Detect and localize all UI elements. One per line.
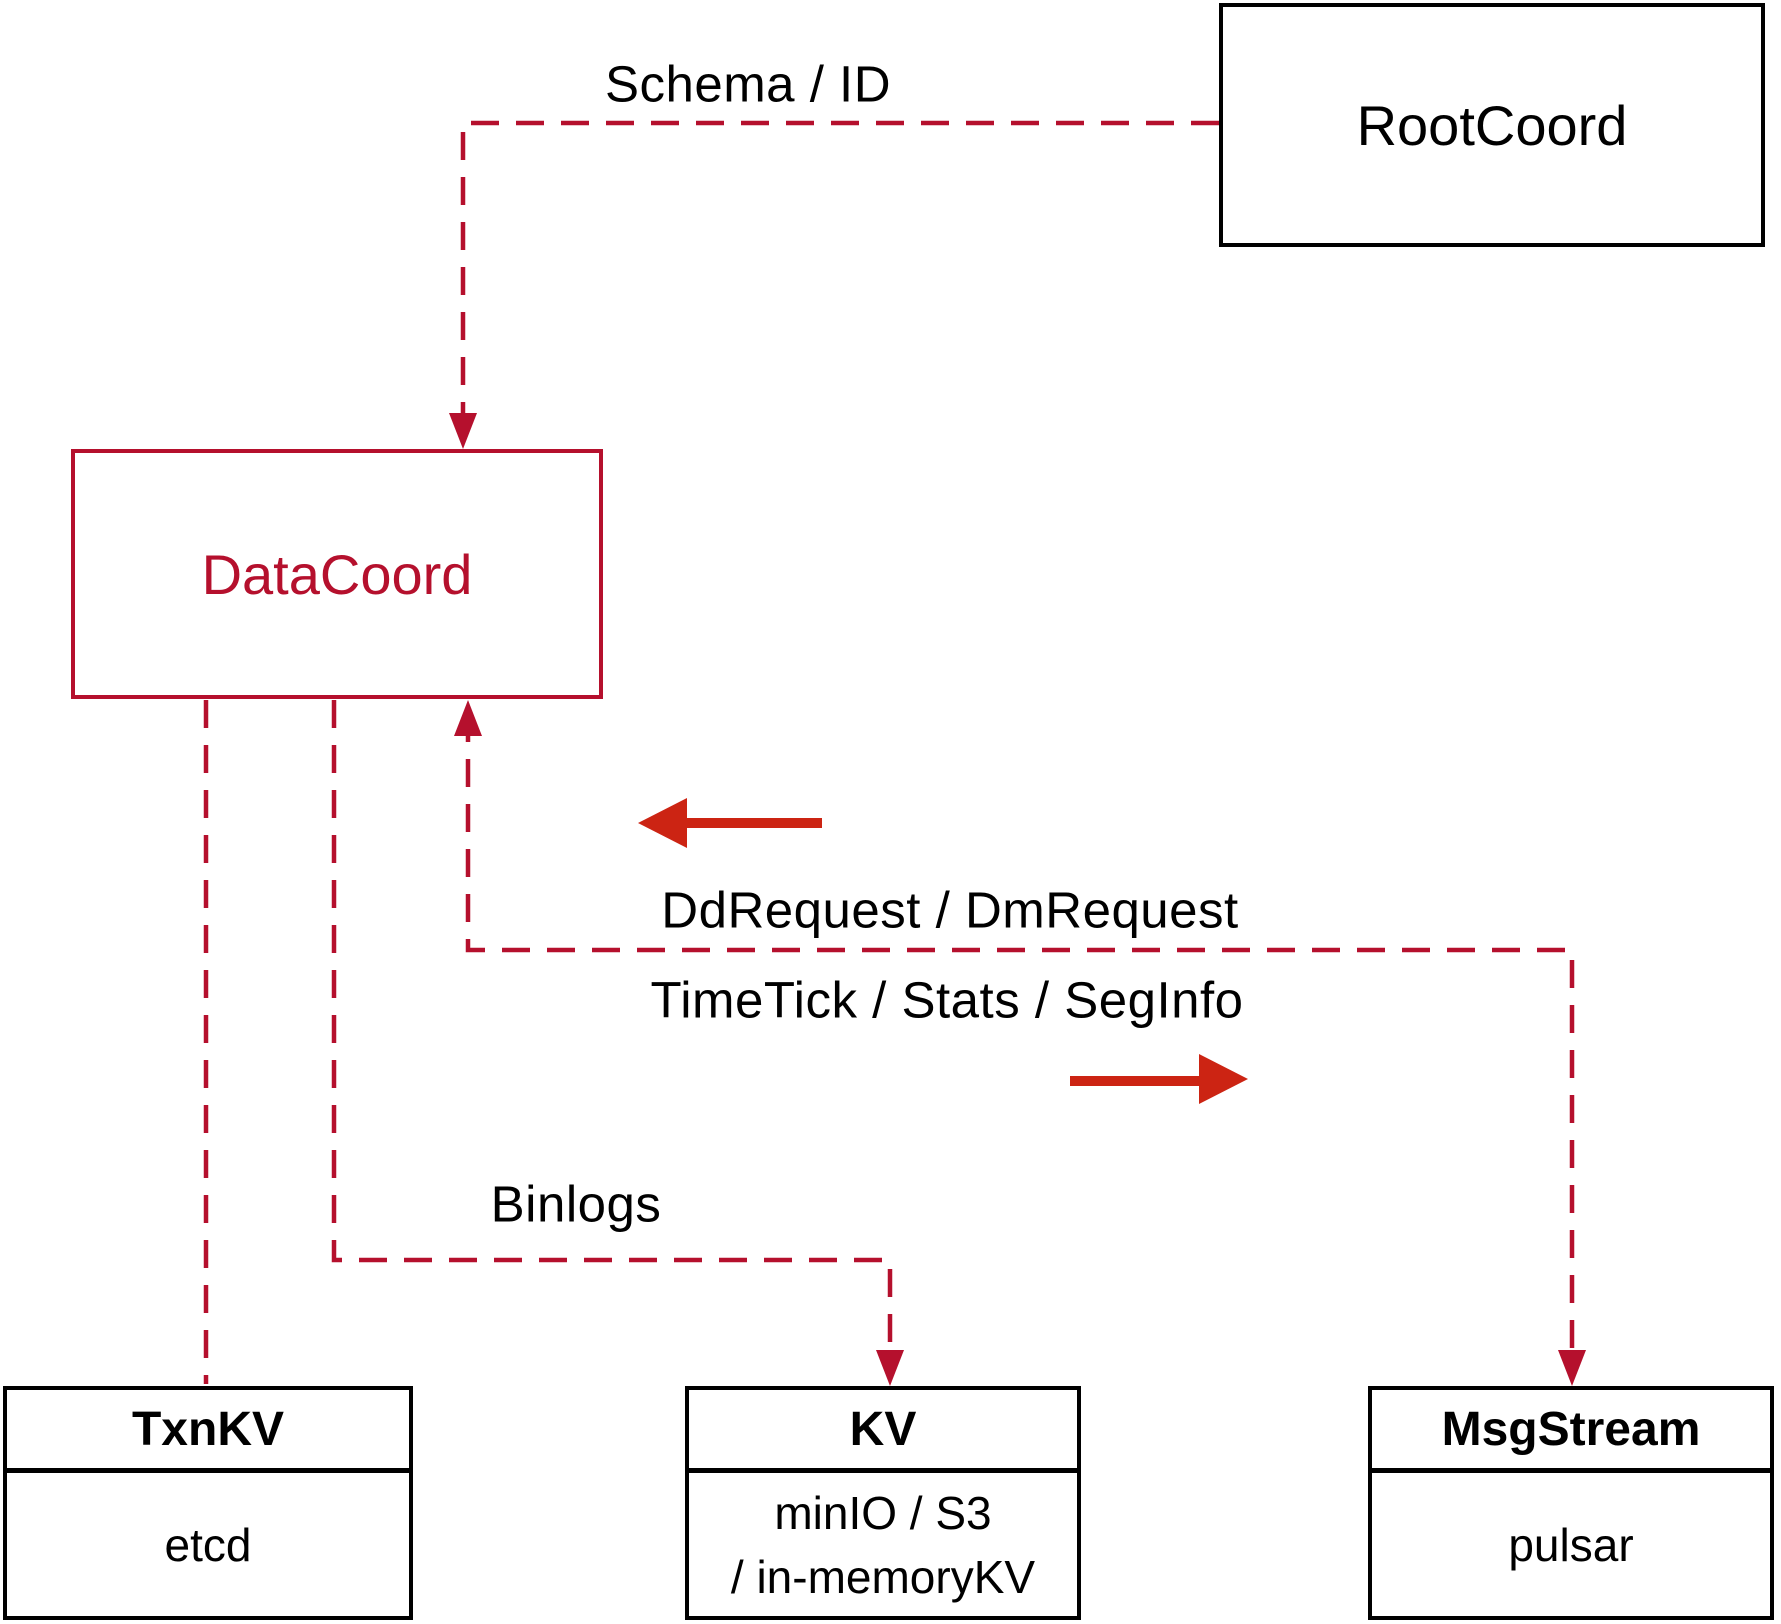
datacoord-msgstream-edge bbox=[465, 714, 1575, 1372]
left-arrow-icon bbox=[638, 798, 687, 848]
arrowhead-down-icon bbox=[876, 1350, 904, 1386]
msgstream-node: MsgStream pulsar bbox=[1368, 1386, 1774, 1620]
schema-id-edge bbox=[460, 120, 1219, 437]
kv-node: KV minIO / S3 / in-memoryKV bbox=[685, 1386, 1081, 1620]
binlogs-label: Binlogs bbox=[490, 1175, 662, 1233]
arrowhead-up-icon bbox=[454, 700, 482, 736]
msgstream-node-title: MsgStream bbox=[1441, 1402, 1701, 1456]
dd-request-label: DdRequest / DmRequest bbox=[661, 881, 1239, 939]
arrowhead-down-icon bbox=[1558, 1350, 1586, 1386]
datacoord-node: DataCoord bbox=[71, 449, 603, 699]
txnkv-node: TxnKV etcd bbox=[3, 1386, 413, 1620]
kv-node-body-line1: minIO / S3 bbox=[774, 1486, 992, 1539]
arrowhead-down-icon bbox=[449, 413, 477, 449]
right-arrow-icon bbox=[1199, 1054, 1248, 1104]
schema-id-label: Schema / ID bbox=[604, 55, 892, 113]
rootcoord-node: RootCoord bbox=[1219, 3, 1765, 247]
msgstream-node-body: pulsar bbox=[1508, 1518, 1634, 1571]
kv-node-title: KV bbox=[849, 1402, 917, 1456]
time-tick-label: TimeTick / Stats / SegInfo bbox=[650, 971, 1244, 1029]
kv-node-body-line2: / in-memoryKV bbox=[730, 1550, 1036, 1603]
datacoord-node-label: DataCoord bbox=[201, 542, 473, 606]
binlogs-edge bbox=[331, 700, 893, 1372]
txnkv-node-body: etcd bbox=[164, 1518, 252, 1571]
rootcoord-node-label: RootCoord bbox=[1356, 93, 1628, 157]
txnkv-node-title: TxnKV bbox=[131, 1402, 284, 1456]
